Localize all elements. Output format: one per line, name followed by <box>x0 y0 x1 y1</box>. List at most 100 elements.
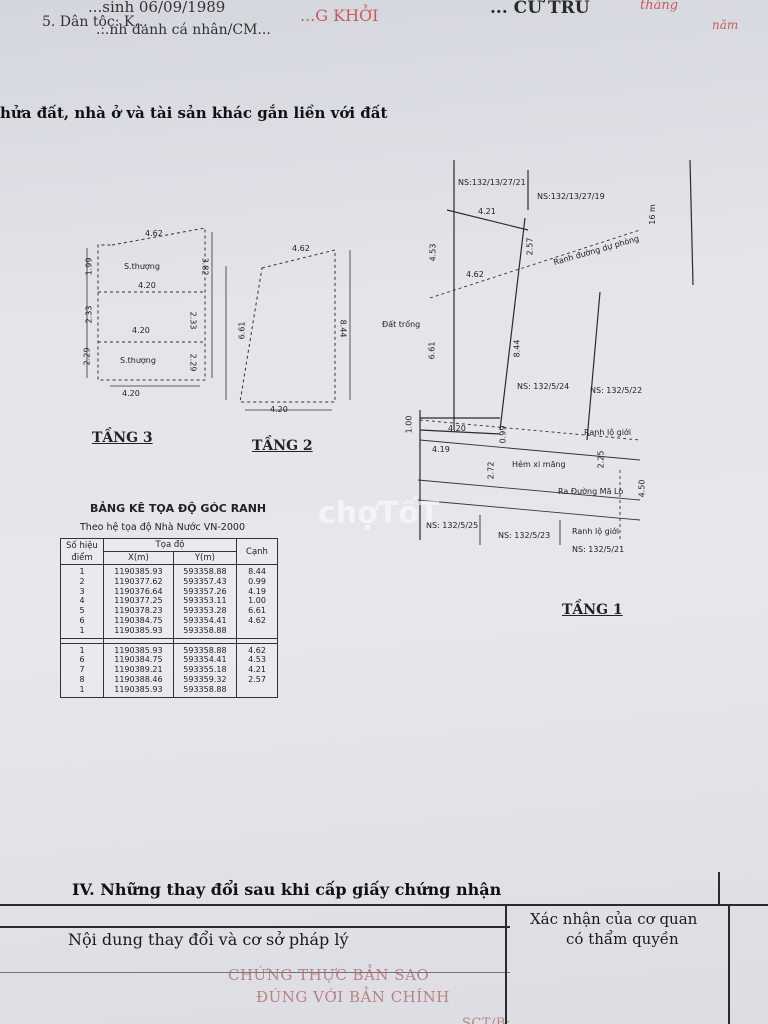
cell-y: 593353.28 <box>172 606 238 616</box>
cell-x: 1190385.93 <box>103 642 174 656</box>
f1-d257: 2.57 <box>525 237 535 256</box>
cell-y: 593357.43 <box>172 576 238 587</box>
f1-reserve-width: 16 m <box>647 204 657 225</box>
f1-ns-524: NS: 132/5/24 <box>517 382 570 391</box>
f2-top: 4.62 <box>292 244 310 253</box>
cell-y: 593354.41 <box>172 615 238 626</box>
f3-mid2: 4.20 <box>132 326 150 335</box>
f3-right1: 3.82 <box>200 257 210 276</box>
cell-x: 1190385.93 <box>103 625 174 639</box>
cell-y: 593353.11 <box>172 596 238 607</box>
stamp-name: ...G KHỞI <box>300 6 379 25</box>
f2-right: 8.44 <box>338 319 348 338</box>
f1-w462: 4.62 <box>466 270 484 279</box>
f3-area1: S.thượng <box>124 262 160 271</box>
cell-x: 1190389.21 <box>103 665 174 675</box>
cell-p: 7 <box>60 665 104 675</box>
cell-p: 2 <box>60 576 104 587</box>
th-coord: Tọa độ <box>103 538 237 552</box>
f1-boundary1: Ranh lộ giới <box>584 428 632 437</box>
f1-d844: 8.44 <box>512 339 522 358</box>
cell-p: 6 <box>60 615 104 626</box>
f1-w419: 4.19 <box>432 445 450 454</box>
th-edge: Cạnh <box>236 538 278 565</box>
f1-ns-top-left: NS:132/13/27/21 <box>458 178 526 187</box>
cell-x: 1190388.46 <box>103 674 174 685</box>
cell-c: 8.44 <box>236 563 278 577</box>
watermark: chợTốT <box>318 496 440 531</box>
cell-p: 8 <box>60 674 104 685</box>
cell-y: 593358.88 <box>172 684 238 698</box>
f1-d100: 1.00 <box>404 415 414 434</box>
coord-table-title: BẢNG KÊ TỌA ĐỘ GÓC RANH <box>90 502 267 515</box>
f1-to-road: Ra Đường Mã Lò <box>558 487 624 496</box>
cell-c <box>236 625 278 639</box>
f3-right3: 2.29 <box>188 353 198 372</box>
f1-ns-top-right: NS:132/13/27/19 <box>537 192 605 201</box>
f3-mid1: 4.20 <box>138 281 156 290</box>
cell-y: 593358.88 <box>172 563 238 577</box>
cell-c <box>236 684 278 698</box>
cell-c: 2.57 <box>236 674 278 685</box>
f3-left3: 2.29 <box>82 347 92 366</box>
date-month: tháng <box>640 0 679 13</box>
f3-left2: 2.33 <box>84 305 94 324</box>
certified-copy-stamp-1: CHỨNG THỰC BẢN SAO <box>228 966 430 984</box>
cell-p: 1 <box>60 625 104 639</box>
id-line: ...nh danh cá nhân/CM... <box>96 22 271 38</box>
cell-x: 1190376.64 <box>103 586 174 597</box>
f1-d272: 2.72 <box>486 461 496 480</box>
cell-y: 593355.18 <box>172 665 238 675</box>
f1-ns-522: NS: 132/5/22 <box>590 386 643 395</box>
cell-c: 4.53 <box>236 655 278 666</box>
floor3-title: TẦNG 3 <box>92 430 153 446</box>
cell-x: 1190377.25 <box>103 596 174 607</box>
section-iv-col-left: Nội dung thay đổi và cơ sở pháp lý <box>68 930 349 949</box>
cell-x: 1190378.23 <box>103 606 174 616</box>
cell-y: 593358.88 <box>172 642 238 656</box>
cell-c: 4.62 <box>236 615 278 626</box>
cell-x: 1190384.75 <box>103 615 174 626</box>
floor-plans-drawing <box>86 159 694 545</box>
table-gap <box>60 638 278 644</box>
cell-x: 1190384.75 <box>103 655 174 666</box>
cell-c: 4.19 <box>236 586 278 597</box>
cell-c: 0.99 <box>236 576 278 587</box>
floor1-title: TẦNG 1 <box>562 602 623 618</box>
f1-ns-521: NS: 132/5/21 <box>572 545 625 554</box>
ethnicity-line: 5. Dân tộc: K... <box>42 14 148 30</box>
cell-x: 1190385.93 <box>103 563 174 577</box>
f2-bottom: 4.20 <box>270 405 288 414</box>
f1-d453: 4.53 <box>428 243 438 262</box>
birth-line: ...sinh 06/09/1989 <box>88 0 226 16</box>
date-year: năm <box>712 18 739 32</box>
cell-y: 593354.41 <box>172 655 238 666</box>
cell-p: 1 <box>60 642 104 656</box>
f1-d450: 4.50 <box>637 479 647 498</box>
cell-p: 4 <box>60 596 104 607</box>
f3-left1: 1.99 <box>84 257 94 276</box>
f1-ns-525: NS: 132/5/25 <box>426 521 479 530</box>
section-iv-title: IV. Những thay đổi sau khi cấp giấy chứn… <box>72 880 502 899</box>
f1-d225: 2.25 <box>596 450 606 469</box>
f1-w-top: 4.21 <box>478 207 496 216</box>
cell-c: 1.00 <box>236 596 278 607</box>
cell-y: 593357.26 <box>172 586 238 597</box>
f3-right2: 2.33 <box>188 311 198 330</box>
cell-p: 1 <box>60 563 104 577</box>
section-iv-col-right-1: Xác nhận của cơ quan <box>530 910 698 928</box>
section-title: hửa đất, nhà ở và tài sản khác gắn liền … <box>0 104 388 122</box>
f3-area2: S.thượng <box>120 356 156 365</box>
